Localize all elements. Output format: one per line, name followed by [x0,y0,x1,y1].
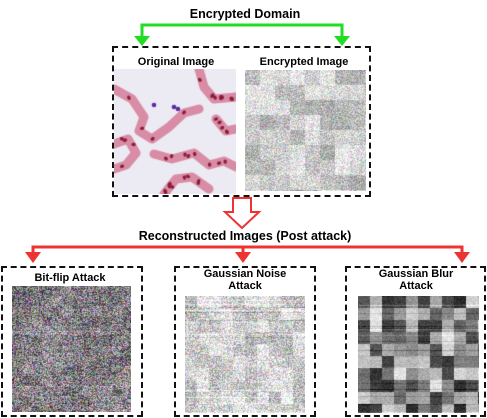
reconstructed-title: Reconstructed Images (Post attack) [138,229,352,243]
red-arrowhead-middle [235,252,251,263]
red-arrowhead-left [25,252,41,263]
red-arrowhead-right [454,252,470,263]
encrypted-domain-box [112,46,371,197]
gaussian-blur-attack-image [358,296,479,413]
hollow-down-arrow [222,197,262,230]
green-bracket-arrow [140,23,344,40]
original-histology-image [114,69,236,194]
bitflip-attack-image [12,286,131,412]
gaussian-noise-attack-box [174,266,316,417]
green-arrowhead-right [334,36,350,46]
bitflip-attack-box [1,266,143,417]
gaussian-blur-attack-box [345,266,486,417]
gaussian-blur-attack-label: Gaussian Blur Attack [378,268,454,292]
encrypted-image-label: Encrypted Image [259,56,349,68]
encrypted-domain-title: Encrypted Domain [189,7,301,21]
gaussian-noise-attack-label: Gaussian Noise Attack [203,268,287,292]
green-arrowhead-left [134,36,150,46]
encrypted-noise-image [245,70,366,191]
original-image-label: Original Image [137,56,215,68]
bitflip-attack-label: Bit-flip Attack [34,272,106,284]
gaussian-noise-attack-image [185,296,305,413]
